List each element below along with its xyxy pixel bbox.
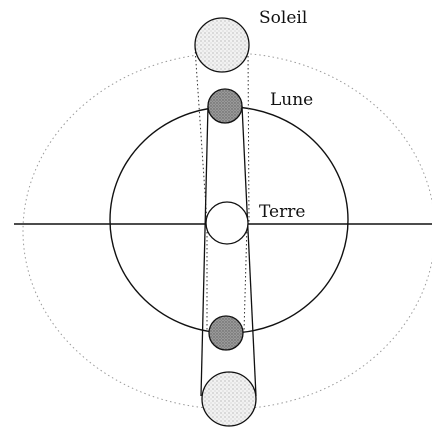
label-earth: Terre xyxy=(259,202,305,222)
moon-sun-solid-tangent-right xyxy=(241,105,257,397)
sun-earth-dotted-tangent-left xyxy=(194,47,208,223)
sun-earth-dotted-tangent-right xyxy=(247,47,250,223)
moon-bottom-circle xyxy=(208,315,244,351)
label-moon: Lune xyxy=(270,90,313,110)
sun-bottom-circle xyxy=(201,371,257,427)
moon-top-circle xyxy=(207,88,243,124)
label-sun: Soleil xyxy=(259,8,307,28)
earth-moon-dotted-tangent-right xyxy=(243,223,248,333)
moon-sun-solid-tangent-left xyxy=(200,105,209,397)
sun-top-circle xyxy=(194,17,250,73)
earth-circle xyxy=(205,201,249,245)
